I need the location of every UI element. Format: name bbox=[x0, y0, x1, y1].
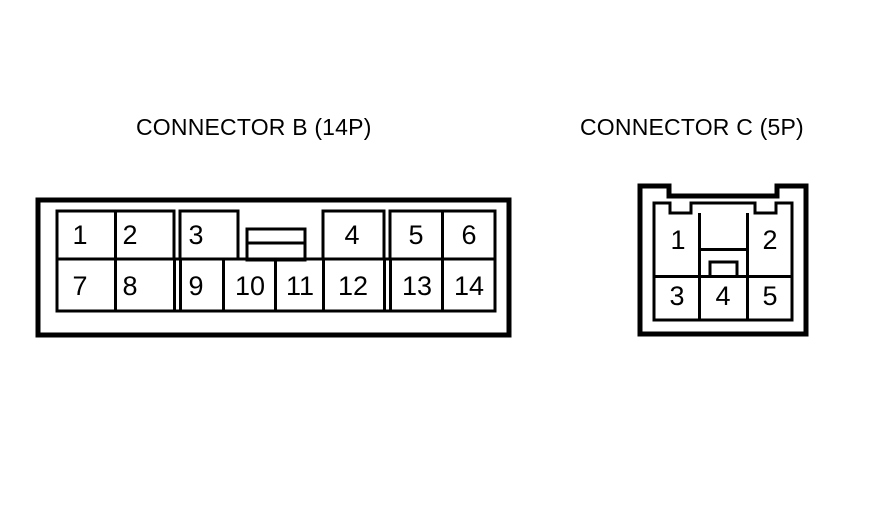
connector-b-latch-tab-upper bbox=[245, 227, 307, 245]
connector-b-housing bbox=[35, 197, 512, 338]
connector-b-pin-3: 3 bbox=[188, 220, 203, 250]
connector-b-pin-10: 10 bbox=[235, 271, 265, 301]
connector-b-pin-5: 5 bbox=[408, 220, 423, 250]
connector-c-pin-1: 1 bbox=[670, 225, 685, 255]
connector-b-title: CONNECTOR B (14P) bbox=[136, 114, 372, 140]
connector-b-pin-13: 13 bbox=[402, 271, 432, 301]
connector-b-pin-4: 4 bbox=[344, 220, 359, 250]
connector-c-title: CONNECTOR C (5P) bbox=[580, 114, 804, 140]
connector-c-pin-2: 2 bbox=[762, 225, 777, 255]
connector-c-housing bbox=[637, 183, 809, 337]
connector-b-pin-7: 7 bbox=[72, 271, 87, 301]
connector-c-pin-4: 4 bbox=[715, 281, 730, 311]
connector-b-pin-1: 1 bbox=[72, 220, 87, 250]
connector-c-drawing: 1 2 3 4 5 bbox=[637, 183, 809, 337]
connector-c-pin-5: 5 bbox=[762, 281, 777, 311]
connector-b-pin-14: 14 bbox=[454, 271, 484, 301]
connector-c-latch-tab bbox=[708, 260, 739, 277]
connector-b-pin-2: 2 bbox=[122, 220, 137, 250]
connector-b-drawing: 1 2 3 4 5 6 7 8 9 10 11 12 13 14 bbox=[35, 197, 512, 338]
connector-b-pin-11: 11 bbox=[286, 271, 314, 301]
connector-b-pin-6: 6 bbox=[461, 220, 476, 250]
connector-b-pin-12: 12 bbox=[338, 271, 368, 301]
connector-c-pin-3: 3 bbox=[669, 281, 684, 311]
connector-c-cavity bbox=[652, 201, 794, 322]
connector-b-pin-9: 9 bbox=[188, 271, 203, 301]
connector-b-pin-8: 8 bbox=[122, 271, 137, 301]
connector-b-latch-tab-lower bbox=[245, 241, 307, 262]
